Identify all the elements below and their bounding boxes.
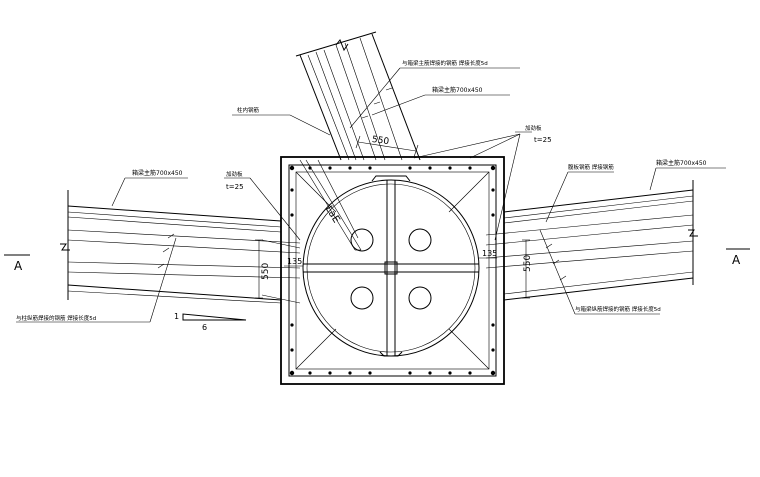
dim-left-text: 550 <box>261 263 271 280</box>
steel-tube <box>302 175 480 357</box>
dim-top-text: 550 <box>371 135 390 147</box>
tube-hole-br <box>408 286 432 310</box>
right-beam <box>485 180 698 301</box>
right-rebar-label: 腹板钢筋 焊接钢筋 <box>568 163 614 171</box>
slope-6: 6 <box>202 323 207 332</box>
section-left-label: A <box>14 259 23 273</box>
t25-right: t=25 <box>534 136 552 144</box>
column-stirrup <box>295 171 490 370</box>
beam-top-label: 箱梁主筋700x450 <box>432 86 483 94</box>
right-weld-note: 与箱梁纵筋焊接的钢筋 焊接长度5d <box>575 305 661 313</box>
tube-hole-tl <box>350 228 374 252</box>
column-inner-border <box>288 164 497 377</box>
right-plate-label: 加劲板 <box>525 124 542 132</box>
top-rebar-note: 与箱梁主筋焊接的钢筋 焊接长度5d <box>402 59 488 67</box>
lae-text: LaE <box>323 204 342 225</box>
tube-hole-tr <box>408 228 432 252</box>
left-plate-label: 加劲板 <box>226 170 243 178</box>
t25-left: t=25 <box>226 183 244 191</box>
tube-hole-bl <box>350 286 374 310</box>
rebar-top-label: 柱内钢筋 <box>237 106 260 114</box>
dim-135-right: 135 <box>482 249 497 258</box>
beam-right-label: 箱梁主筋700x450 <box>656 159 707 167</box>
beam-left-label: 箱梁主筋700x450 <box>132 169 183 177</box>
tube-inner <box>306 183 476 353</box>
dim-right-text: 550 <box>523 255 533 272</box>
column-outer-border <box>280 156 505 385</box>
section-marks: A A <box>4 248 750 273</box>
corner-rebars <box>289 165 496 376</box>
slope-1: 1 <box>174 312 179 321</box>
left-weld-note: 与柱纵筋焊接的钢筋 焊接长度5d <box>16 314 96 322</box>
top-beam <box>295 31 421 251</box>
dim-135-left: 135 <box>287 257 302 266</box>
annotations: 与箱梁主筋焊接的钢筋 焊接长度5d 箱梁主筋700x450 柱内钢筋 加劲板 t… <box>16 59 726 323</box>
column-section <box>280 156 505 385</box>
left-beam <box>60 190 301 304</box>
slope-indicator: 1 6 <box>174 312 247 332</box>
section-right-label: A <box>732 253 741 267</box>
